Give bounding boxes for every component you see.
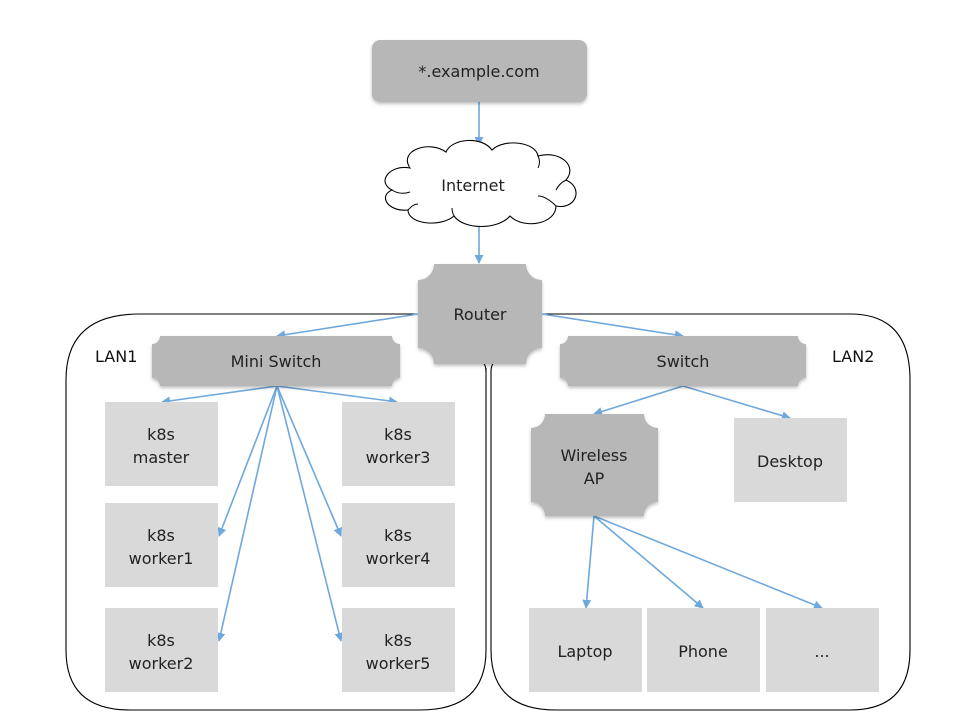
edge-wireless-ap-to-phone — [593, 515, 704, 609]
k8s-worker5-box — [342, 608, 455, 692]
edge-mini-switch-to-k8s-worker4 — [276, 385, 342, 537]
lan2-label: LAN2 — [832, 347, 874, 366]
laptop-label: Laptop — [557, 642, 612, 661]
k8s-worker5-label-line2: worker5 — [366, 654, 431, 673]
k8s-worker4-label-line2: worker4 — [366, 549, 431, 568]
lan1-label: LAN1 — [95, 347, 137, 366]
node-wireless-ap[interactable]: Wireless AP — [531, 414, 658, 516]
node-laptop[interactable]: Laptop — [529, 608, 642, 692]
k8s-master-box — [105, 402, 218, 486]
lan1-group: LAN1 — [65, 313, 487, 711]
k8s-worker2-box — [105, 608, 218, 692]
lan1-outline — [65, 313, 487, 711]
edge-mini-switch-to-k8s-worker2 — [216, 385, 278, 642]
router-label: Router — [453, 305, 506, 324]
k8s-worker3-box — [342, 402, 455, 486]
k8s-master-label-line1: k8s — [147, 425, 175, 444]
edge-mini-switch-to-k8s-worker3 — [276, 385, 398, 406]
more-box — [766, 608, 879, 692]
k8s-worker1-label-line1: k8s — [147, 526, 175, 545]
k8s-worker4-label-line1: k8s — [384, 526, 412, 545]
switch-shape — [560, 336, 806, 386]
node-mini-switch[interactable]: Mini Switch — [152, 336, 400, 386]
node-k8s-worker3[interactable]: k8s worker3 — [342, 402, 455, 486]
k8s-worker1-label-line2: worker1 — [129, 549, 194, 568]
k8s-master-label-line2: master — [133, 448, 190, 467]
switch-label: Switch — [657, 352, 710, 371]
cloud-icon — [384, 139, 577, 227]
phone-label: Phone — [678, 642, 728, 661]
domain-label: *.example.com — [418, 62, 539, 81]
k8s-worker2-label-line2: worker2 — [129, 654, 194, 673]
node-phone[interactable]: Phone — [647, 608, 760, 692]
edges — [161, 102, 823, 642]
edge-wireless-ap-to-more — [593, 515, 823, 610]
k8s-worker5-label-line1: k8s — [384, 631, 412, 650]
k8s-worker1-box — [105, 503, 218, 587]
edge-mini-switch-to-k8s-worker1 — [217, 385, 278, 537]
edge-switch-to-desktop — [682, 385, 791, 420]
lan2-outline — [490, 313, 911, 711]
internet-label: Internet — [441, 176, 505, 195]
edge-mini-switch-to-k8s-worker5 — [276, 385, 344, 642]
edge-wireless-ap-to-laptop — [582, 515, 595, 609]
wireless-ap-label-line1: Wireless — [561, 446, 628, 465]
lan2-group: LAN2 — [490, 313, 911, 711]
domain-box — [372, 40, 587, 102]
more-label: ... — [814, 642, 829, 661]
edge-router-to-mini-switch — [276, 313, 419, 340]
phone-box — [647, 608, 760, 692]
node-k8s-worker5[interactable]: k8s worker5 — [342, 608, 455, 692]
node-k8s-worker4[interactable]: k8s worker4 — [342, 503, 455, 587]
mini-switch-shape — [152, 336, 400, 386]
node-desktop[interactable]: Desktop — [734, 418, 847, 502]
wireless-ap-shape — [531, 414, 658, 516]
mini-switch-label: Mini Switch — [231, 352, 322, 371]
desktop-box — [734, 418, 847, 502]
router-shape — [418, 264, 542, 364]
node-internet[interactable]: Internet — [384, 139, 577, 227]
node-router[interactable]: Router — [418, 264, 542, 364]
node-more[interactable]: ... — [766, 608, 879, 692]
k8s-worker4-box — [342, 503, 455, 587]
node-k8s-worker1[interactable]: k8s worker1 — [105, 503, 218, 587]
k8s-worker3-label-line2: worker3 — [366, 448, 431, 467]
desktop-label: Desktop — [757, 452, 823, 471]
edge-switch-to-wireless-ap — [593, 385, 684, 416]
node-switch[interactable]: Switch — [560, 336, 806, 386]
wireless-ap-label-line2: AP — [584, 469, 605, 488]
node-k8s-master[interactable]: k8s master — [105, 402, 218, 486]
node-k8s-worker2[interactable]: k8s worker2 — [105, 608, 218, 692]
edge-mini-switch-to-k8s-master — [161, 385, 278, 406]
k8s-worker2-label-line1: k8s — [147, 631, 175, 650]
edge-router-to-switch — [541, 313, 684, 340]
k8s-worker3-label-line1: k8s — [384, 425, 412, 444]
node-domain[interactable]: *.example.com — [372, 40, 587, 102]
laptop-box — [529, 608, 642, 692]
